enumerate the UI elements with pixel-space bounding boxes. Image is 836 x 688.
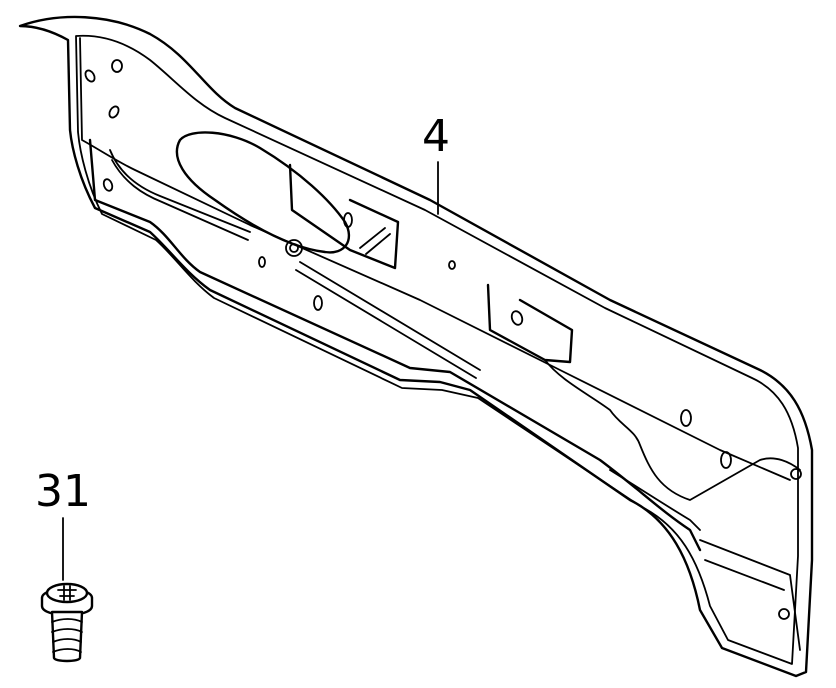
callout-4: 4	[422, 111, 450, 215]
callout-label-31: 31	[35, 466, 91, 517]
hole	[258, 256, 266, 268]
hole	[778, 608, 790, 620]
hole	[285, 239, 303, 257]
panel-channel-line-3	[299, 261, 481, 371]
hole	[790, 468, 802, 480]
panel-channel-line-4	[295, 269, 477, 379]
callout-31: 31	[35, 466, 91, 581]
panel-outer-outline	[18, 15, 814, 678]
panel-channel-line-2	[111, 159, 249, 241]
panel-wave-edge	[544, 359, 801, 501]
hole	[111, 59, 123, 73]
panel-inner-outline	[75, 34, 799, 665]
panel-part[interactable]	[18, 15, 814, 678]
callout-label-4: 4	[422, 111, 450, 162]
panel-channel-line-5	[609, 469, 701, 531]
panel-top-flange	[79, 37, 791, 481]
screw-threads	[51, 618, 83, 653]
screw-head-top	[45, 582, 89, 604]
hole	[313, 295, 323, 311]
hole	[108, 105, 120, 119]
screw-torx-recess	[57, 585, 77, 601]
panel-bracket-brace	[359, 227, 391, 255]
panel-channel-line-1	[109, 149, 251, 233]
hole	[680, 409, 692, 427]
panel-right-end	[699, 539, 801, 651]
hole	[448, 260, 456, 270]
panel-lower-rail	[88, 138, 702, 552]
hole	[510, 310, 524, 326]
hole	[102, 178, 114, 192]
panel-bracket-left	[288, 163, 400, 270]
hole	[289, 243, 299, 253]
mounting-holes	[84, 59, 802, 620]
hole	[720, 451, 732, 469]
hole	[84, 69, 96, 83]
screw-part[interactable]	[40, 582, 94, 663]
hole	[343, 212, 353, 228]
panel-bracket-right	[486, 283, 574, 364]
